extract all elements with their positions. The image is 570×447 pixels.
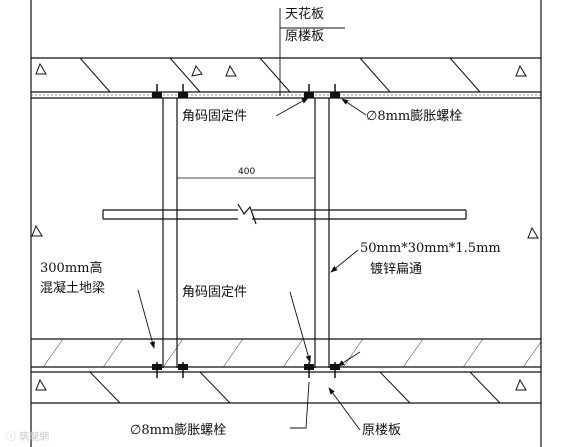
label-original-slab-bottom: 原楼板 [362, 423, 401, 438]
wall-marker-right [527, 226, 539, 239]
label-corner-bracket-top: 角码固定件 [182, 109, 247, 124]
bottom-right-bracket [304, 362, 340, 378]
top-right-bracket [304, 84, 340, 98]
label-beam-line1: 300mm高 [40, 260, 102, 276]
top-slab [31, 57, 541, 99]
watermark: ⓘ 筑龍網 [6, 430, 49, 443]
dimension-400 [176, 174, 316, 182]
bottom-slab [31, 371, 541, 404]
vertical-tube-left [162, 98, 178, 368]
wall-marker-left [31, 224, 43, 237]
label-tube-spec-line2: 镀锌扁通 [370, 261, 422, 277]
label-ceiling: 天花板 [285, 6, 324, 22]
label-tube-spec-line1: 50mm*30mm*1.5mm [360, 241, 501, 256]
label-corner-bracket-bottom: 角码固定件 [182, 285, 247, 300]
vertical-tube-right [314, 98, 330, 368]
horizontal-cross-tube [102, 203, 467, 225]
leader-lines [137, 8, 367, 431]
label-beam-line2: 混凝土地梁 [40, 280, 105, 296]
label-bolt-bottom: ∅8mm膨胀螺栓 [130, 423, 226, 438]
dimension-400-text: 400 [238, 167, 255, 177]
bottom-left-bracket [152, 362, 188, 378]
ground-beam [31, 338, 541, 368]
label-original-slab-top: 原楼板 [285, 29, 324, 44]
label-bolt-top: ∅8mm膨胀螺栓 [366, 109, 462, 124]
top-left-bracket [152, 84, 188, 98]
